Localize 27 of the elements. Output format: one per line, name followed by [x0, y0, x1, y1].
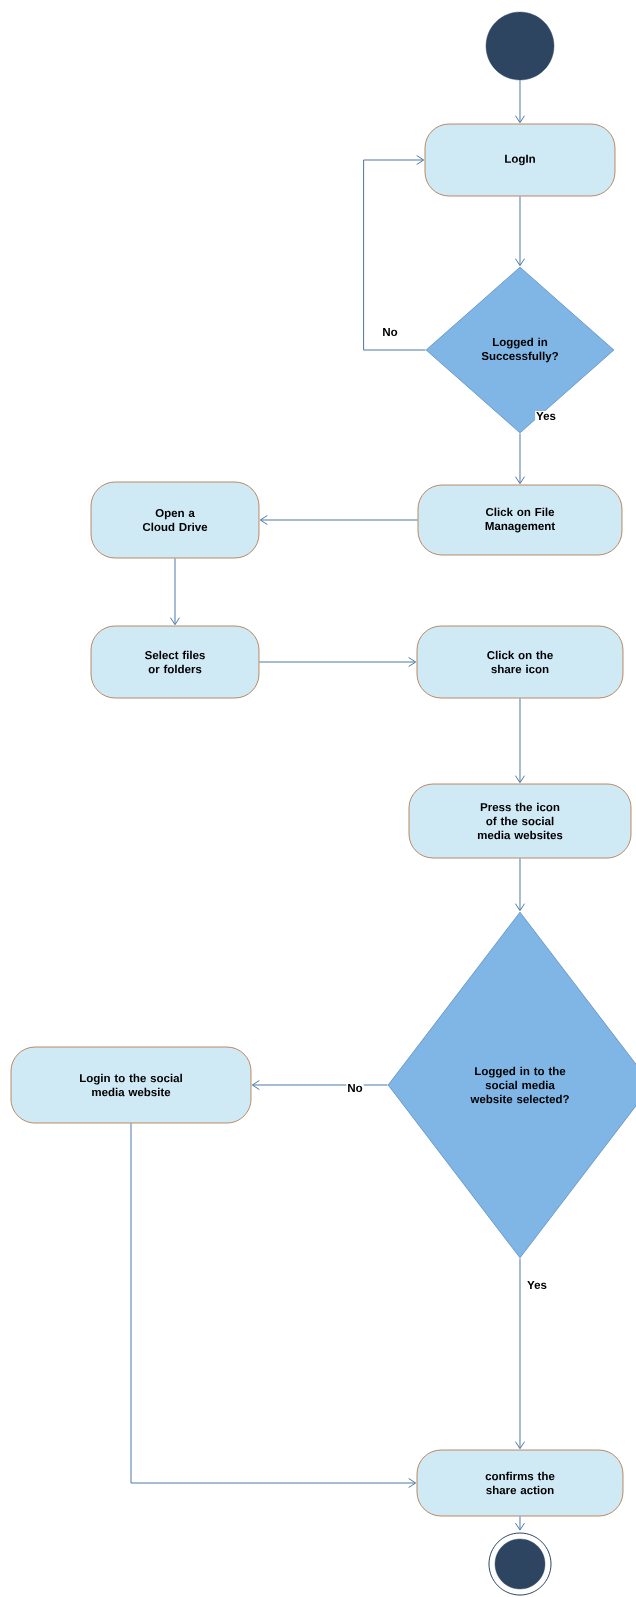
- activity-box: Click on File Management: [417, 484, 623, 556]
- end-node: [488, 1532, 552, 1596]
- activity-box: Login to the social media website: [10, 1046, 252, 1124]
- arrow: [515, 195, 525, 267]
- arrow: [515, 79, 525, 124]
- activity-box: LogIn: [424, 123, 616, 197]
- arrow: [170, 557, 180, 626]
- arrow: [515, 857, 525, 912]
- activity-box: Open a Cloud Drive: [90, 481, 260, 559]
- edge-label: No: [381, 327, 399, 337]
- edge-label: Yes: [526, 1280, 548, 1290]
- arrow: [363, 155, 427, 351]
- arrow: [515, 697, 525, 784]
- arrow: [515, 1257, 525, 1450]
- edge-label: Yes: [535, 411, 557, 421]
- arrow: [259, 515, 419, 525]
- activity-box: Press the icon of the social media websites: [408, 783, 632, 859]
- arrow: [130, 1122, 417, 1488]
- arrow: [251, 1080, 389, 1090]
- arrow: [258, 657, 417, 667]
- start-node: [485, 11, 555, 81]
- activity-box: Select files or folders: [90, 625, 260, 699]
- arrow: [515, 1515, 525, 1531]
- activity-box: Click on the share icon: [416, 625, 624, 699]
- edge-label: No: [346, 1083, 364, 1093]
- arrow: [515, 432, 525, 485]
- activity-box: confirms the share action: [416, 1449, 624, 1517]
